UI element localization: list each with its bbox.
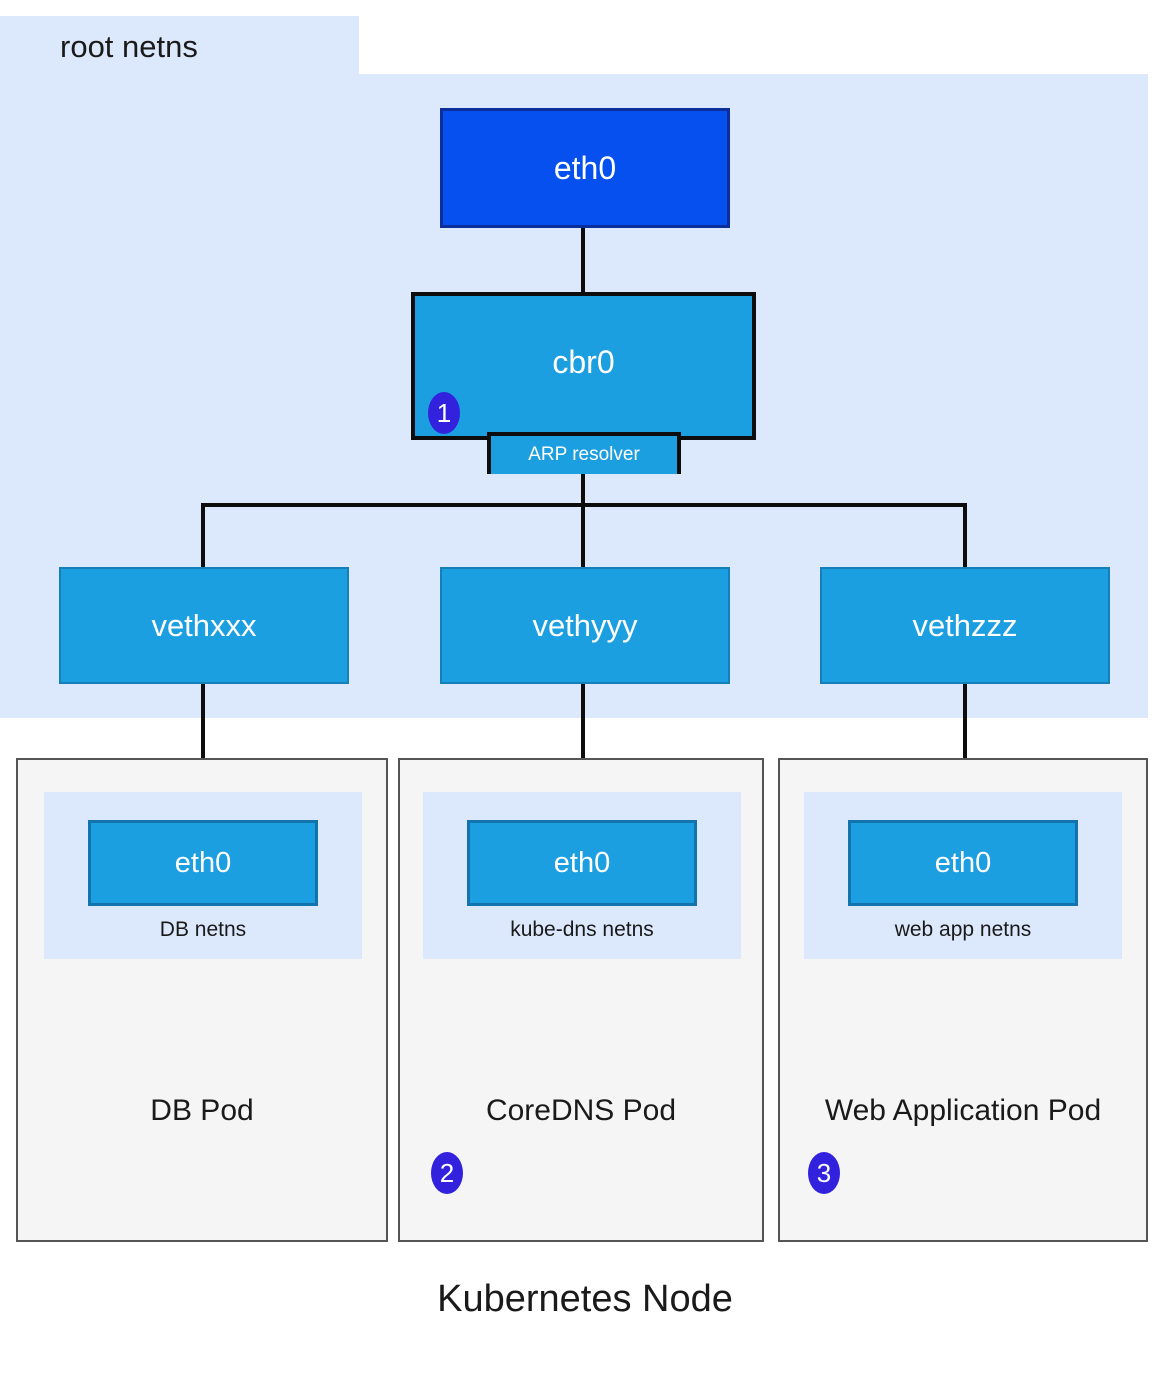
pod-coredns-netns-label: kube-dns netns bbox=[510, 918, 654, 941]
veth-box-vethyyy[interactable]: vethyyy bbox=[440, 567, 730, 684]
arp-resolver-box[interactable]: ARP resolver bbox=[487, 432, 681, 474]
connector-eth0-to-cbr0 bbox=[581, 228, 585, 294]
host-eth0-box[interactable]: eth0 bbox=[440, 108, 730, 228]
connector-bus-to-vethxxx bbox=[201, 503, 205, 569]
connector-bus-to-vethyyy bbox=[581, 503, 585, 569]
step-badge-1: 1 bbox=[428, 392, 460, 434]
veth-box-vethzzz[interactable]: vethzzz bbox=[820, 567, 1110, 684]
pod-db[interactable]: eth0 DB netns DB Pod bbox=[16, 758, 388, 1242]
pod-db-netns-label: DB netns bbox=[159, 918, 247, 941]
root-netns-region-tab bbox=[0, 16, 359, 76]
connector-vethyyy-to-coredns-eth0 bbox=[581, 684, 585, 818]
pod-db-title: DB Pod bbox=[150, 1094, 254, 1127]
root-netns-label: root netns bbox=[60, 29, 198, 64]
diagram-caption: Kubernetes Node bbox=[437, 1278, 733, 1320]
pod-coredns-netns-region: eth0 kube-dns netns bbox=[423, 792, 741, 959]
pod-db-netns-region: eth0 DB netns bbox=[44, 792, 362, 959]
pod-webapp[interactable]: eth0 web app netns Web Application Pod 3 bbox=[778, 758, 1148, 1242]
cbr0-bridge-box[interactable]: cbr0 bbox=[411, 292, 756, 440]
pod-webapp-title: Web Application Pod bbox=[824, 1094, 1102, 1127]
pod-webapp-netns-label: web app netns bbox=[894, 918, 1032, 941]
pod-webapp-netns-region: eth0 web app netns bbox=[804, 792, 1122, 959]
pod-coredns-eth0-box[interactable]: eth0 bbox=[467, 820, 697, 906]
veth-box-vethxxx[interactable]: vethxxx bbox=[59, 567, 349, 684]
connector-cbr0-to-bus bbox=[581, 470, 585, 505]
connector-vethzzz-to-webapp-eth0 bbox=[963, 684, 967, 818]
step-badge-2: 2 bbox=[431, 1152, 463, 1194]
pod-db-eth0-box[interactable]: eth0 bbox=[88, 820, 318, 906]
pod-webapp-eth0-box[interactable]: eth0 bbox=[848, 820, 1078, 906]
pod-coredns[interactable]: eth0 kube-dns netns CoreDNS Pod 2 bbox=[398, 758, 764, 1242]
step-badge-3: 3 bbox=[808, 1152, 840, 1194]
connector-bus-to-vethzzz bbox=[963, 503, 967, 569]
connector-vethxxx-to-db-eth0 bbox=[201, 684, 205, 818]
pod-coredns-title: CoreDNS Pod bbox=[485, 1094, 677, 1127]
